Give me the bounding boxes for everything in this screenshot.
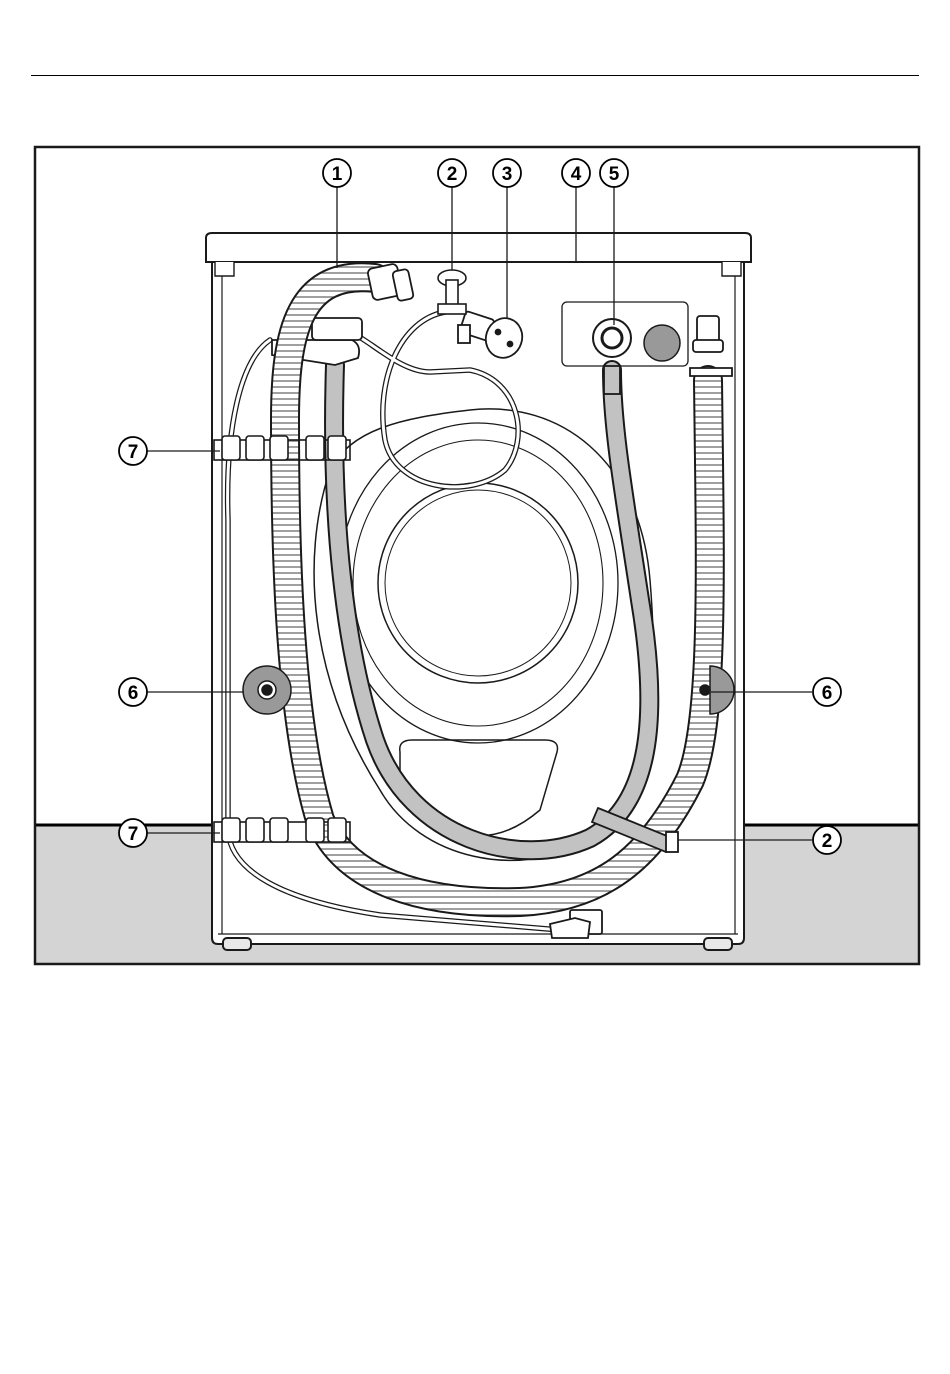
callout-7-top: 7 [119, 437, 147, 465]
callout-6-right: 6 [813, 678, 841, 706]
svg-text:7: 7 [128, 442, 139, 463]
svg-text:2: 2 [822, 831, 833, 852]
svg-text:4: 4 [571, 164, 582, 185]
svg-text:5: 5 [609, 164, 620, 185]
callout-7-bottom: 7 [119, 819, 147, 847]
callout-5: 5 [600, 159, 628, 187]
callout-3: 3 [493, 159, 521, 187]
callout-6-left: 6 [119, 678, 147, 706]
svg-text:6: 6 [128, 683, 139, 704]
svg-text:2: 2 [447, 164, 458, 185]
svg-text:3: 3 [502, 164, 513, 185]
svg-text:7: 7 [128, 824, 139, 845]
callout-1: 1 [323, 159, 351, 187]
connection-panel [562, 302, 688, 366]
hose-clips-top [214, 436, 350, 460]
svg-text:6: 6 [822, 683, 833, 704]
hose-clips-bottom [214, 818, 350, 842]
callout-2-top: 2 [438, 159, 466, 187]
svg-text:1: 1 [332, 164, 343, 185]
callout-4: 4 [562, 159, 590, 187]
callout-2-bottom: 2 [813, 826, 841, 854]
